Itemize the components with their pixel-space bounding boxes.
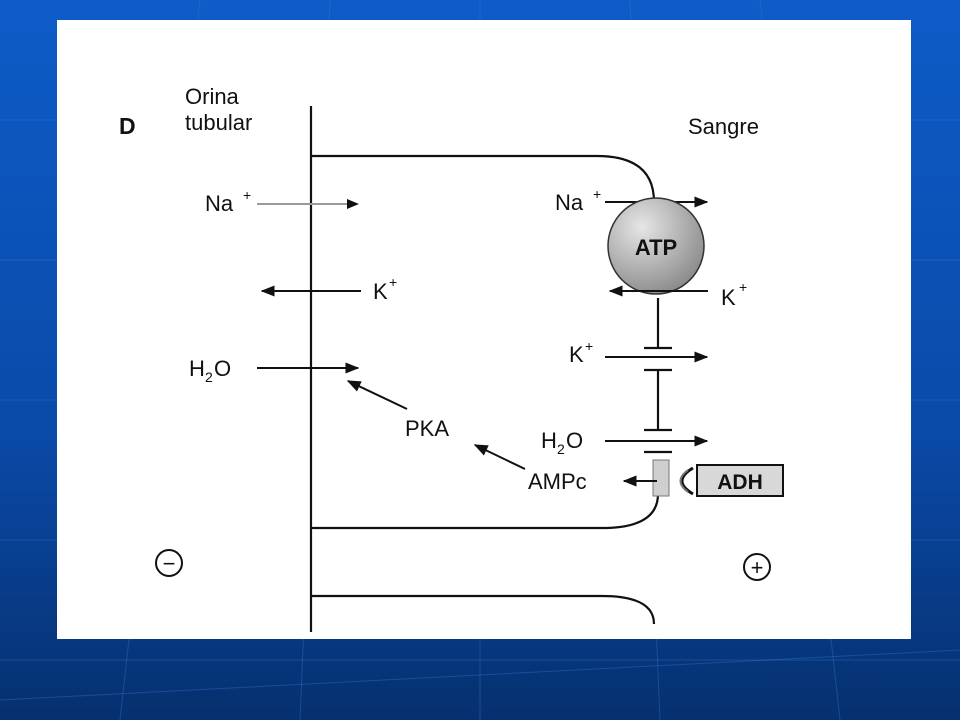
negative-charge-sign: − xyxy=(163,551,176,576)
k-apical-label: K xyxy=(373,279,388,304)
blood-label: Sangre xyxy=(688,114,759,139)
k-basal-pump-charge: + xyxy=(739,279,747,295)
h2o-apical-o: O xyxy=(214,356,231,381)
cell-upper-membrane xyxy=(311,154,656,203)
aquaporin-channel xyxy=(644,428,672,454)
h2o-basal-o: O xyxy=(566,428,583,453)
cell-lower-membrane xyxy=(311,493,660,530)
negative-charge-icon xyxy=(155,549,183,577)
lumen-label-line2: tubular xyxy=(185,110,252,135)
diagram-panel: D Orina tubular Sangre Na + K + H 2 O PK… xyxy=(57,20,911,639)
adh-box xyxy=(696,464,784,497)
positive-charge-icon xyxy=(743,553,771,581)
k-channel xyxy=(644,346,672,372)
k-channel-charge: + xyxy=(585,338,593,354)
ampc-to-pka-arrow xyxy=(473,444,526,470)
h2o-apical-sub: 2 xyxy=(205,369,213,385)
pka-to-h2o-arrow xyxy=(346,380,408,410)
receptor-base xyxy=(652,459,670,497)
ampc-label: AMPc xyxy=(528,469,587,494)
lumen-label-line1: Orina xyxy=(185,84,240,109)
h2o-apical-h: H xyxy=(189,356,205,381)
adh-label: ADH xyxy=(717,471,763,494)
positive-charge-sign: + xyxy=(751,555,764,580)
h2o-basal-sub: 2 xyxy=(557,441,565,457)
h2o-basal-h: H xyxy=(541,428,557,453)
panel-letter: D xyxy=(119,113,136,139)
k-apical-charge: + xyxy=(389,274,397,290)
na-apical-charge: + xyxy=(243,187,251,203)
receptor-icon xyxy=(680,466,694,496)
k-channel-label: K xyxy=(569,342,584,367)
atp-label: ATP xyxy=(635,235,677,260)
na-apical-label: Na xyxy=(205,191,234,216)
nephron-cell-diagram: D Orina tubular Sangre Na + K + H 2 O PK… xyxy=(119,84,784,632)
na-basal-label: Na xyxy=(555,190,584,215)
pka-label: PKA xyxy=(405,416,449,441)
na-apical-arrowhead xyxy=(347,199,359,209)
receptor-inner-icon xyxy=(679,469,689,493)
k-basal-pump-label: K xyxy=(721,285,736,310)
next-cell-membrane xyxy=(311,594,656,625)
na-basal-charge: + xyxy=(593,186,601,202)
sphere-icon xyxy=(607,197,705,295)
